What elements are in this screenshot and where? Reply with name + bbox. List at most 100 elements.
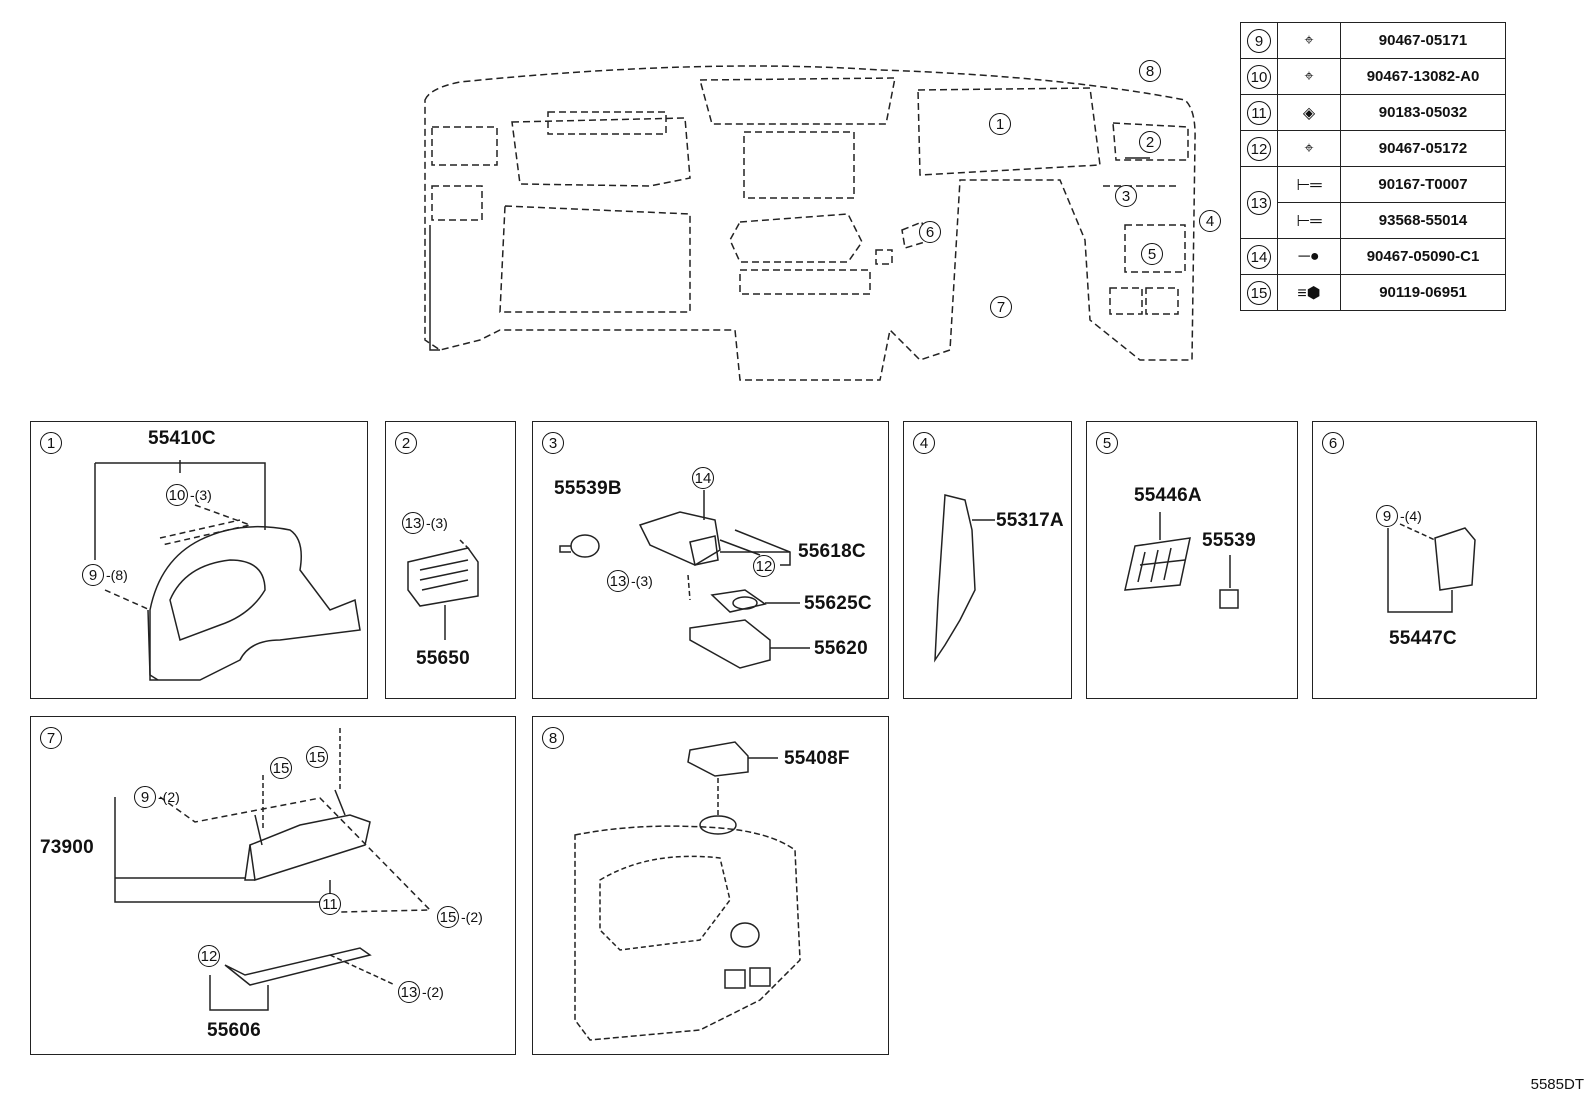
panel-3-number: 3 [542,432,564,454]
part-number: 90467-13082-A0 [1340,58,1506,95]
panel-5 [1086,421,1298,699]
table-row: ⊢═ 93568-55014 [1241,202,1506,239]
overview-callout-2: 2 [1139,131,1161,153]
panel-4 [903,421,1072,699]
overview-callout-5: 5 [1141,243,1163,265]
ref-number: 15 [1247,280,1271,305]
panel-8 [532,716,889,1055]
panel1-art [94,460,361,681]
fastener-callout-15: 15 [270,757,292,779]
fastener-callout-12: 12 [198,945,220,967]
panel-6-number: 6 [1322,432,1344,454]
ref-number: 13 [1247,190,1271,215]
ref-number: 11 [1247,100,1271,125]
fastener-callout-9: 9 [134,786,156,808]
overview-callout-1: 1 [989,113,1011,135]
table-row: 12 ⌖ 90467-05172 [1240,130,1506,167]
diagram-code: 5585DT [1530,1076,1584,1093]
table-row: 13 ⊢═ 90167-T0007 [1240,166,1506,239]
part-number: 93568-55014 [1340,202,1506,239]
part-label-55446A: 55446A [1134,485,1202,506]
overview-callout-3: 3 [1115,185,1137,207]
panel-7 [30,716,516,1055]
part-label-55447C: 55447C [1389,628,1457,649]
panel-2-number: 2 [395,432,417,454]
panel3-art [559,490,810,669]
panel6-art [1387,523,1476,613]
nut-icon: ◈ [1302,104,1316,122]
part-number: 90119-06951 [1340,274,1506,311]
panel-1 [30,421,368,699]
fastener-callout-15: 15 [306,746,328,768]
screw-icon: ⊢═ [1296,212,1322,230]
part-number: 90467-05090-C1 [1340,238,1506,275]
panel-3 [532,421,889,699]
fastener-qty: -(8) [106,567,128,583]
panel5-art [1124,512,1239,609]
push-rivet-icon: ─● [1298,247,1320,265]
fastener-callout-10: 10 [166,484,188,506]
panel-6 [1312,421,1537,699]
part-number: 90467-05172 [1340,130,1506,167]
clip-icon: ⌖ [1304,139,1314,157]
part-label-73900: 73900 [40,837,94,858]
part-number: 90467-05171 [1340,22,1506,59]
part-label-55408F: 55408F [784,748,850,769]
table-row: 14 ─● 90467-05090-C1 [1240,238,1506,275]
bolt-icon: ≡⬢ [1297,284,1321,302]
panel-4-number: 4 [913,432,935,454]
panel-5-number: 5 [1096,432,1118,454]
fastener-callout-9: 9 [1376,505,1398,527]
ref-number: 10 [1247,64,1271,89]
part-number: 90167-T0007 [1340,166,1506,203]
fastener-qty: -(4) [1400,508,1422,524]
panel-7-number: 7 [40,727,62,749]
fastener-qty: -(3) [190,487,212,503]
clip-icon: ⌖ [1304,67,1314,85]
part-label-55317A: 55317A [996,510,1064,531]
ref-number: 14 [1247,244,1271,269]
part-label-55620: 55620 [814,638,868,659]
clip-icon: ⌖ [1304,31,1314,49]
fastener-callout-11: 11 [319,893,341,915]
fastener-callout-13: 13 [398,981,420,1003]
dashboard-overview-outline [424,65,1196,381]
ref-number: 9 [1247,28,1271,53]
table-row: 11 ◈ 90183-05032 [1240,94,1506,131]
panel2-art [407,539,479,640]
part-label-55650: 55650 [416,648,470,669]
panel-2 [385,421,516,699]
fastener-callout-15: 15 [437,906,459,928]
fastener-qty: -(3) [426,515,448,531]
ref-number: 12 [1247,136,1271,161]
fastener-callout-13: 13 [607,570,629,592]
fastener-callout-14: 14 [692,467,714,489]
table-row: 10 ⌖ 90467-13082-A0 [1240,58,1506,95]
overview-callout-8: 8 [1139,60,1161,82]
panel-1-number: 1 [40,432,62,454]
fastener-callout-12: 12 [753,555,775,577]
part-label-55539: 55539 [1202,530,1256,551]
screw-icon: ⊢═ [1296,176,1322,194]
table-row: 15 ≡⬢ 90119-06951 [1240,274,1506,311]
overview-callout-4: 4 [1199,210,1221,232]
panel8-art [574,741,801,1041]
part-number: 90183-05032 [1340,94,1506,131]
fastener-qty: -(3) [631,573,653,589]
fastener-qty: -(2) [158,789,180,805]
table-row: 9 ⌖ 90467-05171 [1240,22,1506,59]
part-label-55410C: 55410C [148,428,216,449]
part-label-55618C: 55618C [798,541,866,562]
fastener-table: 9 ⌖ 90467-05171 10 ⌖ 90467-13082-A0 11 ◈ 90183… [1240,22,1506,311]
overview-callout-6: 6 [919,221,941,243]
fastener-qty: -(2) [422,984,444,1000]
fastener-qty: -(2) [461,909,483,925]
overview-callout-7: 7 [990,296,1012,318]
panel-8-number: 8 [542,727,564,749]
part-label-55539B: 55539B [554,478,622,499]
part-label-55625C: 55625C [804,593,872,614]
part-label-55606: 55606 [207,1020,261,1041]
fastener-callout-9: 9 [82,564,104,586]
